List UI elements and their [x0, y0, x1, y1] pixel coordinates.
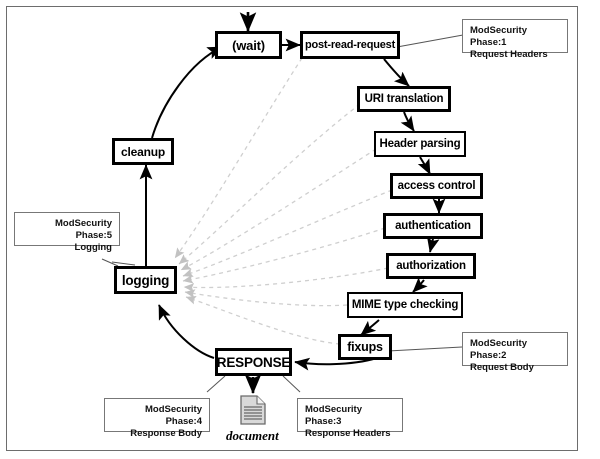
node-authentication[interactable]: authentication — [383, 213, 483, 239]
note-modsecurity-phase-4: ModSecurity Phase:4 Response Body — [104, 398, 210, 439]
note-phase-2-line-2: Request Body — [470, 362, 534, 373]
edge-response-to-logging — [158, 304, 215, 359]
note-phase-5-line-1: ModSecurity Phase:5 — [54, 218, 112, 241]
node-access-control[interactable]: access control — [390, 173, 483, 199]
leader-phase5 — [111, 261, 136, 266]
edge-header-to-access — [417, 156, 431, 175]
note-phase-5-line-2: Logging — [74, 242, 112, 253]
note-phase-3-line-2: Response Headers — [305, 428, 391, 439]
note-modsecurity-phase-5: ModSecurity Phase:5 Logging — [14, 212, 120, 253]
leader-phase3 — [282, 375, 301, 393]
node-authorization-label: authorization — [396, 260, 466, 272]
edge-post-read-to-uri — [383, 58, 410, 87]
node-access-control-label: access control — [397, 180, 476, 192]
flow-edges — [139, 12, 446, 395]
node-response[interactable]: RESPONSE — [215, 348, 292, 376]
node-fixups-label: fixups — [347, 340, 383, 354]
node-logging[interactable]: logging — [114, 266, 177, 294]
node-post-read-request-label: post-read-request — [304, 39, 396, 51]
edge-authn-to-authz — [427, 236, 440, 253]
node-uri-translation[interactable]: URI translation — [357, 86, 451, 112]
document-label: document — [226, 428, 279, 443]
node-header-parsing[interactable]: Header parsing — [374, 131, 466, 157]
document-page-icon — [240, 395, 266, 425]
edge-authz-to-mime — [412, 277, 428, 293]
edge-cleanup-to-wait — [151, 46, 223, 139]
leader-phase1 — [396, 34, 464, 48]
note-modsecurity-phase-3: ModSecurity Phase:3 Response Headers — [297, 398, 403, 439]
note-phase-4-line-1: ModSecurity Phase:4 — [144, 404, 202, 427]
edge-header-to-logging — [180, 148, 377, 271]
edge-authz-to-logging — [183, 267, 389, 292]
node-authorization[interactable]: authorization — [386, 253, 476, 279]
node-uri-translation-label: URI translation — [364, 93, 444, 105]
leader-phase4 — [206, 375, 226, 393]
logging-dashed-edges — [174, 57, 393, 345]
node-mime-type-checking[interactable]: MIME type checking — [347, 292, 463, 318]
edge-mime-to-fixups — [360, 319, 380, 336]
edge-fixups-to-logging — [185, 296, 341, 345]
edge-post-read-to-logging — [174, 57, 303, 259]
edge-authn-to-logging — [182, 227, 386, 284]
edge-uri-to-logging — [178, 103, 361, 265]
node-mime-type-checking-label: MIME type checking — [351, 299, 459, 311]
note-phase-2-line-1: ModSecurity Phase:2 — [470, 338, 528, 361]
node-response-label: RESPONSE — [216, 354, 291, 370]
note-phase-1-line-2: Request Headers — [470, 49, 548, 60]
node-authentication-label: authentication — [395, 220, 471, 232]
edge-mime-to-logging — [184, 289, 348, 307]
note-phase-3-line-1: ModSecurity Phase:3 — [305, 404, 363, 427]
edge-access-to-logging — [182, 189, 393, 277]
note-modsecurity-phase-1: ModSecurity Phase:1 Request Headers — [462, 19, 568, 60]
node-post-read-request[interactable]: post-read-request — [300, 31, 400, 59]
node-header-parsing-label: Header parsing — [379, 138, 461, 150]
node-logging-label: logging — [121, 272, 170, 288]
node-fixups[interactable]: fixups — [338, 334, 392, 360]
edge-fixups-to-response — [294, 357, 378, 371]
node-wait-label: (wait) — [232, 37, 265, 53]
node-cleanup[interactable]: cleanup — [112, 138, 174, 165]
note-modsecurity-phase-2: ModSecurity Phase:2 Request Body — [462, 332, 568, 373]
leader-phase5-b — [101, 258, 119, 267]
edge-uri-to-header — [400, 111, 415, 132]
note-phase-4-line-2: Response Body — [130, 428, 202, 439]
node-wait[interactable]: (wait) — [215, 31, 282, 59]
note-phase-1-line-1: ModSecurity Phase:1 — [470, 25, 528, 48]
node-cleanup-label: cleanup — [121, 144, 165, 159]
